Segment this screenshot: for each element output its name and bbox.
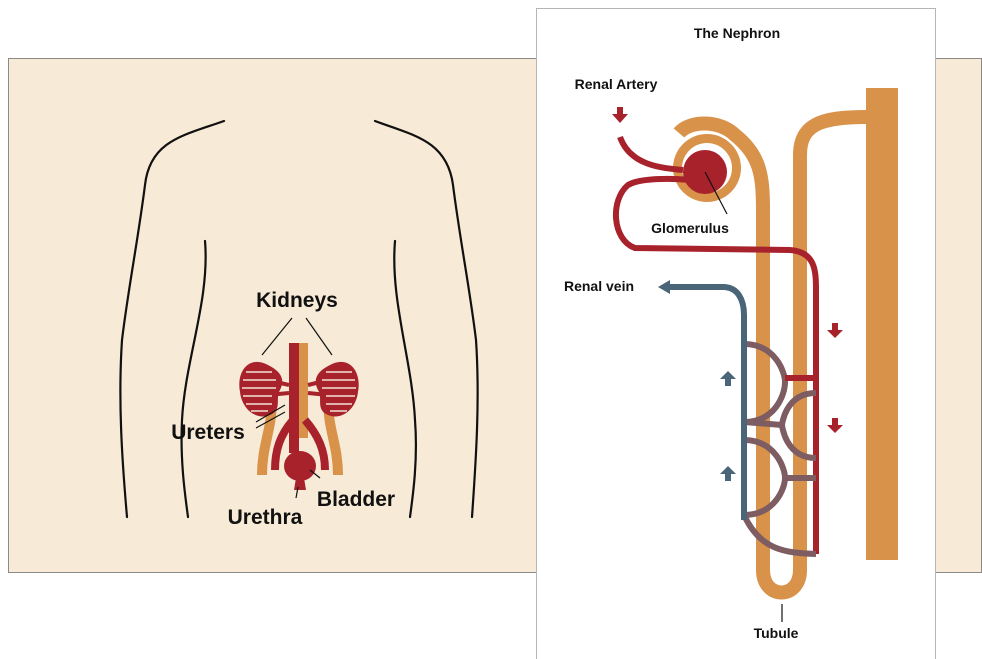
bladder (284, 451, 316, 481)
arrow-up-2 (720, 466, 736, 481)
arrow-left (658, 280, 670, 294)
tubule-label: Tubule (754, 625, 799, 641)
arrow-up-1 (720, 371, 736, 386)
renal-vein-label: Renal vein (564, 278, 634, 294)
renal-vein (668, 287, 744, 520)
glomerulus-label: Glomerulus (651, 220, 729, 236)
arrow-down-2 (827, 418, 843, 433)
renal-artery-label: Renal Artery (575, 76, 658, 92)
ureters-label: Ureters (171, 421, 245, 444)
right-arm-inner-line (394, 241, 416, 517)
nephron (612, 88, 898, 622)
urethra (294, 478, 306, 490)
urinary-system (239, 343, 358, 490)
right-shoulder-line (375, 121, 478, 517)
aorta (289, 343, 299, 453)
left-arm-inner-line (182, 241, 206, 517)
nephron-title: The Nephron (694, 25, 780, 41)
collecting-duct (866, 88, 898, 560)
kidney-right (316, 362, 359, 417)
bladder-label: Bladder (317, 488, 395, 511)
arrow-down-1 (827, 323, 843, 338)
urethra-label: Urethra (228, 506, 303, 529)
kidneys-label: Kidneys (256, 289, 338, 312)
kidney-left (239, 362, 282, 417)
arrow-down-artery (612, 107, 628, 123)
left-shoulder-line (120, 121, 224, 517)
